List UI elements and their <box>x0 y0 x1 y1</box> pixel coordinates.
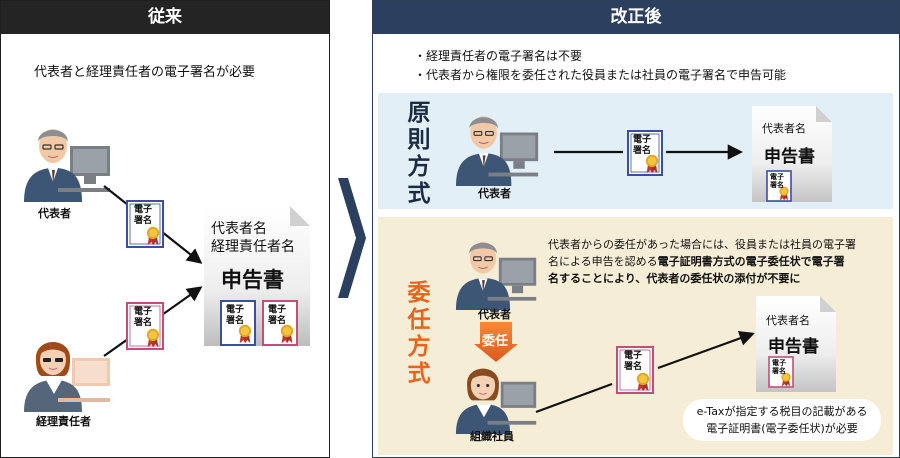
doc-names: 代表者名 <box>766 314 810 327</box>
cert-text-1: 電子 <box>226 305 245 315</box>
delegation-desc-line2-bold: 電子証明書方式の電子委任状で電子署 <box>657 255 845 268</box>
cert-text-2: 署名 <box>772 367 786 375</box>
doc-names-line1: 代表者名 <box>211 221 267 237</box>
accounting-manager-label: 経理責任者 <box>36 415 91 428</box>
cert-text-1: 電子 <box>134 205 153 215</box>
delegation-arrow-label: 委任 <box>481 334 508 349</box>
delegation-representative-icon <box>450 226 544 310</box>
principle-signature-cert: 電子 署名 <box>627 130 663 176</box>
organization-employee-label: 組織社員 <box>470 430 514 443</box>
cert-text-1: 電子 <box>770 173 784 181</box>
before-requirement-text: 代表者と経理責任者の電子署名が必要 <box>34 65 256 80</box>
delegation-signature-cert: 電子 署名 <box>616 346 654 394</box>
after-panel: 改正後 <box>372 0 900 458</box>
cert-text-1: 電子 <box>624 351 643 361</box>
signature-cert-accounting-manager: 電子 署名 <box>126 302 164 350</box>
note-line2: 電子証明書(電子委任状)が必要 <box>706 422 858 435</box>
cert-text-2: 署名 <box>268 316 287 326</box>
delegation-desc-line2: 名による申告を認める電子証明書方式の電子委任状で電子署 <box>548 253 845 269</box>
doc-attached-cert-representative: 電子 署名 <box>220 300 256 346</box>
accounting-manager-icon <box>18 322 118 412</box>
tax-return-document-principle: 代表者名 申告書 <box>752 106 832 202</box>
representative-icon <box>18 112 118 202</box>
cert-text-1: 電子 <box>268 305 287 315</box>
after-bullet-2: ・代表者から権限を委任された役員または社員の電子署名で申告可能 <box>414 68 787 82</box>
delegation-desc-line2-regular: 名による申告を認める <box>548 255 658 268</box>
representative-label: 代表者 <box>38 207 71 220</box>
before-title: 従来 <box>1 1 329 34</box>
principle-method-label: 原 則 方 式 <box>407 100 431 207</box>
delegation-representative-label: 代表者 <box>478 308 511 321</box>
cert-text-1: 電子 <box>772 359 786 367</box>
transition-arrow-icon <box>338 178 366 298</box>
principle-representative-label: 代表者 <box>478 187 511 200</box>
principle-doc-attached-cert: 電子 署名 <box>766 170 792 202</box>
cert-text-2: 署名 <box>134 216 153 226</box>
doc-names: 代表者名 <box>762 122 806 135</box>
doc-names-line2: 経理責任者名 <box>211 239 295 255</box>
delegation-down-arrow-icon <box>474 322 518 362</box>
delegation-method-label: 委 任 方 式 <box>407 280 431 387</box>
cert-text-1: 電子 <box>633 135 652 145</box>
before-panel: 従来 <box>0 0 330 458</box>
cert-text-2: 署名 <box>134 318 153 328</box>
doc-attached-cert-accounting-manager: 電子 署名 <box>262 300 298 346</box>
organization-employee-icon <box>450 350 544 434</box>
cert-text-2: 署名 <box>226 316 245 326</box>
cert-text-2: 署名 <box>770 181 784 189</box>
note-line1: e-Taxが指定する税目の記載がある <box>696 405 868 418</box>
after-title: 改正後 <box>373 1 899 34</box>
doc-title: 申告書 <box>764 147 815 167</box>
doc-title: 申告書 <box>768 337 819 357</box>
cert-text-2: 署名 <box>633 146 652 156</box>
signature-cert-representative: 電子 署名 <box>126 200 164 248</box>
delegation-doc-attached-cert: 電子 署名 <box>768 356 794 388</box>
principle-representative-icon <box>450 100 546 186</box>
doc-title: 申告書 <box>221 267 284 292</box>
after-bullet-1: ・経理責任者の電子署名は不要 <box>414 49 583 63</box>
delegation-desc-line3: 名することにより、代表者の委任状の添付が不要に <box>548 272 801 285</box>
cert-text-2: 署名 <box>624 362 643 372</box>
cert-text-1: 電子 <box>134 307 153 317</box>
delegation-desc-line1: 代表者からの委任があった場合には、役員または社員の電子署 <box>548 238 856 251</box>
delegation-requirement-note: e-Taxが指定する税目の記載がある 電子証明書(電子委任状)が必要 <box>683 399 881 441</box>
